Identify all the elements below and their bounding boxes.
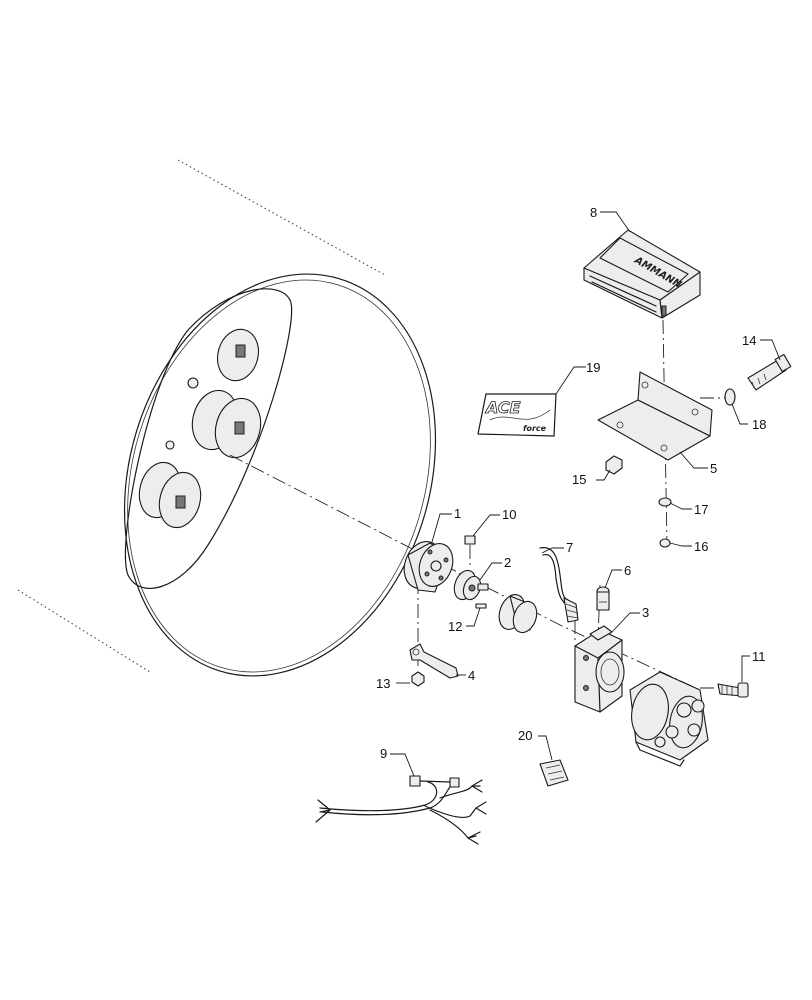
rubber-buffer-low [138, 461, 202, 529]
leader-19 [555, 366, 586, 395]
callout-16: 16 [694, 539, 708, 554]
leader-20 [538, 735, 553, 761]
screw-12 [475, 603, 487, 609]
sensor-6 [596, 586, 610, 611]
main-axis-line [229, 454, 701, 691]
leader-10 [472, 514, 500, 537]
rubber-buffer-top [216, 328, 260, 382]
connector-20 [539, 759, 569, 787]
leader-9 [390, 753, 415, 777]
leader-1 [431, 513, 452, 543]
leader-7 [541, 547, 564, 554]
clip-10 [464, 535, 476, 545]
leader-2 [479, 562, 502, 581]
callout-5: 5 [710, 461, 717, 476]
sensor-cable-7 [539, 547, 579, 623]
ace-force-text: force [523, 424, 547, 433]
ecu-axis-line [662, 319, 668, 546]
callout-6: 6 [624, 563, 631, 578]
leader-12 [466, 607, 481, 627]
callout-1: 1 [454, 506, 461, 521]
ace-logo-text: ACE [484, 398, 521, 417]
bolt-11 [717, 682, 749, 698]
mounting-bracket [597, 371, 713, 461]
callout-9: 9 [380, 746, 387, 761]
hydraulic-motor [629, 671, 709, 767]
leader-6 [604, 569, 622, 589]
nut-16 [659, 538, 671, 548]
nut-13 [411, 671, 425, 687]
callout-8: 8 [590, 205, 597, 220]
leader-14 [760, 339, 781, 361]
flange-2 [453, 569, 489, 601]
leader-8 [600, 211, 631, 233]
leader-17 [669, 502, 692, 510]
ace-force-decal: ACE force [477, 393, 557, 437]
leader-3 [611, 612, 640, 633]
bolt-14 [747, 353, 792, 391]
callout-7: 7 [566, 540, 573, 555]
washer-17 [658, 497, 672, 507]
nut-15 [605, 455, 623, 475]
leader-15 [596, 469, 611, 481]
sensor-housing-3 [574, 625, 625, 713]
callout-20: 20 [518, 728, 532, 743]
drum-rim-inner [127, 279, 431, 673]
elastic-coupling [498, 594, 538, 634]
leader-18 [731, 403, 748, 425]
callout-15: 15 [572, 472, 586, 487]
leader-16 [669, 542, 692, 547]
drum-top-edge [177, 159, 386, 276]
callout-18: 18 [752, 417, 766, 432]
callout-10: 10 [502, 507, 516, 522]
callout-4: 4 [468, 668, 475, 683]
wire-harness-9 [315, 775, 487, 845]
lever-4 [409, 643, 459, 679]
drum-hub-bolt-2 [165, 440, 175, 450]
callout-12: 12 [448, 619, 462, 634]
drum-rim-outer [123, 273, 437, 677]
washer-18 [724, 388, 736, 406]
callout-14: 14 [742, 333, 756, 348]
drum-bottom-edge [17, 589, 151, 673]
leader-5 [679, 451, 708, 469]
hub-1 [403, 541, 454, 593]
callout-2: 2 [504, 555, 511, 570]
callout-19: 19 [586, 360, 600, 375]
drum [17, 159, 437, 677]
ammann-ecu: AMMANN [583, 229, 701, 319]
callout-11: 11 [752, 649, 766, 664]
rubber-buffer-mid [191, 389, 262, 459]
drum-hub-bolt [187, 377, 199, 389]
callout-3: 3 [642, 605, 649, 620]
drum-inner-disk [124, 288, 293, 589]
callout-labels: 8 14 18 19 5 15 17 16 1 10 7 6 2 12 3 11… [376, 205, 766, 761]
callout-leaders [390, 211, 781, 777]
callout-13: 13 [376, 676, 390, 691]
leader-11 [741, 655, 750, 682]
callout-17: 17 [694, 502, 708, 517]
